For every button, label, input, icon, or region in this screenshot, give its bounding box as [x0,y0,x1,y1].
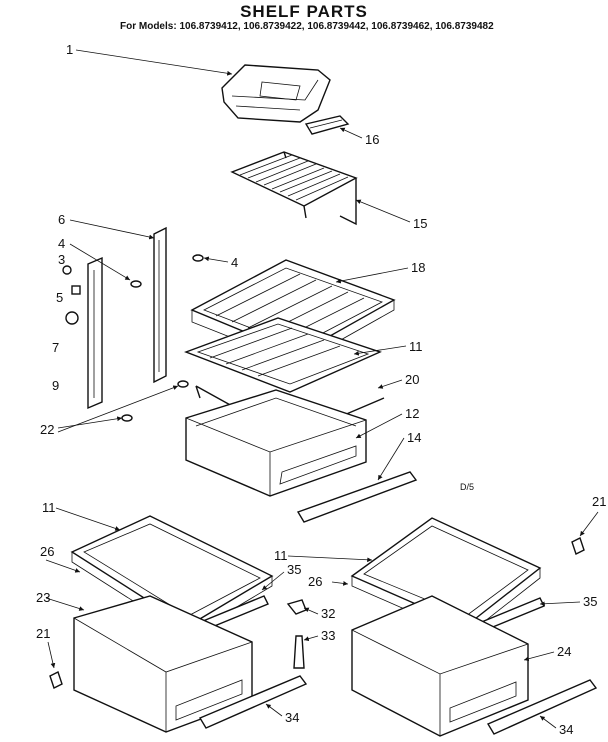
callout-4-right: 4 [231,255,238,270]
callout-20: 20 [405,372,419,387]
callout-21-left: 21 [36,626,50,641]
callout-26-left: 26 [40,544,54,559]
part-hinge-left [49,671,63,689]
callout-14: 14 [407,430,421,445]
part-drawer-right [351,595,529,737]
diagram-title: SHELF PARTS [240,2,368,21]
part-trim-strip [296,471,418,523]
part-rail-left [87,256,103,410]
callout-34-left: 34 [285,710,299,725]
callout-33: 33 [321,628,335,643]
leader-lines [45,49,599,729]
callout-35-right: 35 [583,594,597,609]
callout-32: 32 [321,606,335,621]
callout-3: 3 [58,252,65,267]
callout-18: 18 [411,260,425,275]
callout-11-lower-left: 11 [42,500,56,515]
part-clip-and-screw [286,599,307,669]
callout-5: 5 [56,290,63,305]
callout-1: 1 [66,42,73,57]
callout-12: 12 [405,406,419,421]
part-trim-left [198,675,308,729]
callout-6: 6 [58,212,65,227]
part-hardware [62,254,204,422]
part-trim-right [486,679,598,735]
callout-11-lower-right: 11 [274,548,288,563]
callout-15: 15 [413,216,427,231]
model-numbers: For Models: 106.8739412, 106.8739422, 10… [120,21,494,32]
callout-16: 16 [365,132,379,147]
part-wire-rack [230,151,358,226]
part-drawer-left [73,595,253,733]
callout-22: 22 [40,422,54,437]
callout-34-right: 34 [559,722,573,737]
callout-23: 23 [36,590,50,605]
callout-21-right: 21 [592,494,606,509]
callout-24: 24 [557,644,571,659]
part-crisper-drawer [185,389,367,497]
callout-26-right: 26 [308,574,322,589]
callout-35-left: 35 [287,562,301,577]
part-shelf-middle [184,317,382,393]
corner-note: D/5 [460,482,474,492]
part-hinge-right [571,537,585,555]
part-bracket [304,115,350,135]
callout-9: 9 [52,378,59,393]
part-rail-right [153,226,167,384]
callout-11-middle: 11 [409,339,423,354]
callout-4-left: 4 [58,236,65,251]
callout-7: 7 [52,340,59,355]
part-basket [221,64,331,123]
